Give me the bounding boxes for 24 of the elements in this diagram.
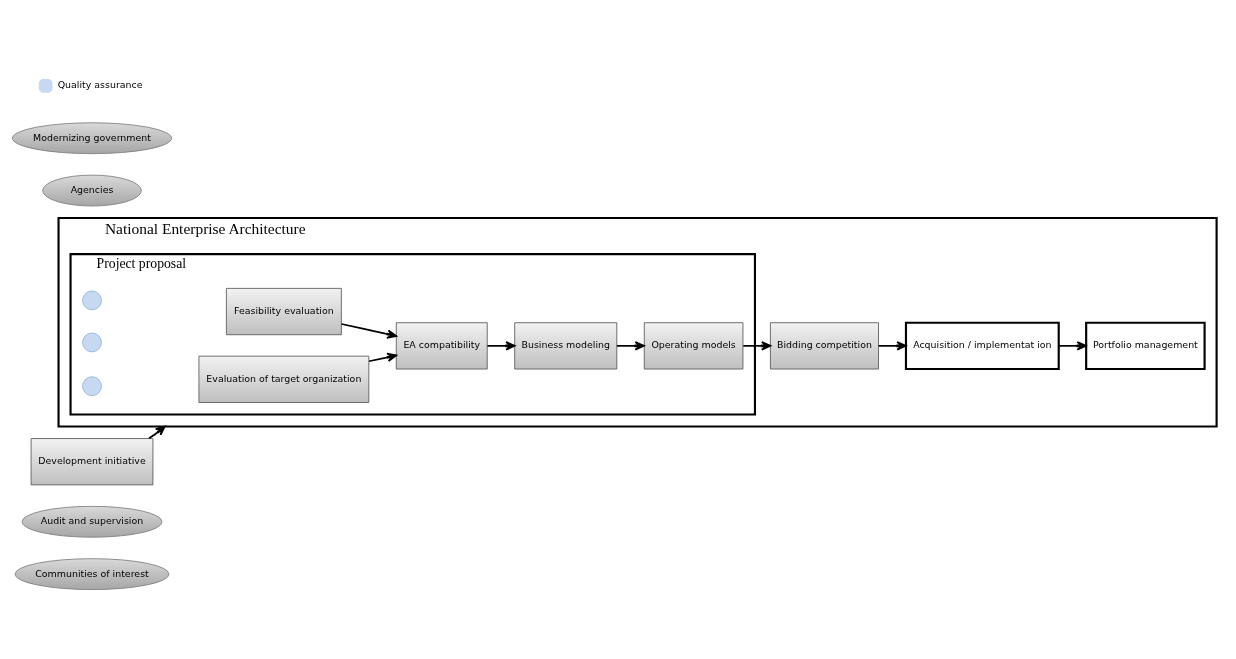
node-ellipse: Audit and supervision (21, 505, 163, 538)
node-box: Operating models (643, 321, 744, 369)
node-box: EA compatibility (395, 321, 488, 369)
node-box: Development initiative (30, 437, 154, 485)
arrow (1058, 340, 1087, 351)
node-ellipse: Communities of interest (14, 557, 170, 590)
node-box: Business modeling (514, 321, 618, 369)
node-box: Portfolio management (1085, 321, 1206, 370)
arrow (877, 340, 907, 351)
legend-label: Quality assurance (57, 78, 143, 90)
node-box: Evaluation of target organization (198, 355, 370, 403)
node-ellipse: Agencies (42, 174, 142, 206)
node-box: Bidding competition (769, 321, 879, 369)
node-circle (82, 375, 102, 396)
arrow (340, 322, 397, 339)
arrow (368, 352, 398, 362)
node-box: Feasibility evaluation (225, 287, 342, 335)
node-box: Acquisition / implementat ion (904, 321, 1060, 370)
arrow (615, 340, 645, 351)
arrow (742, 340, 772, 351)
node-circle (82, 290, 102, 310)
node-ellipse: Modernizing government (12, 121, 172, 154)
node-circle (82, 332, 102, 352)
arrow (486, 340, 516, 351)
